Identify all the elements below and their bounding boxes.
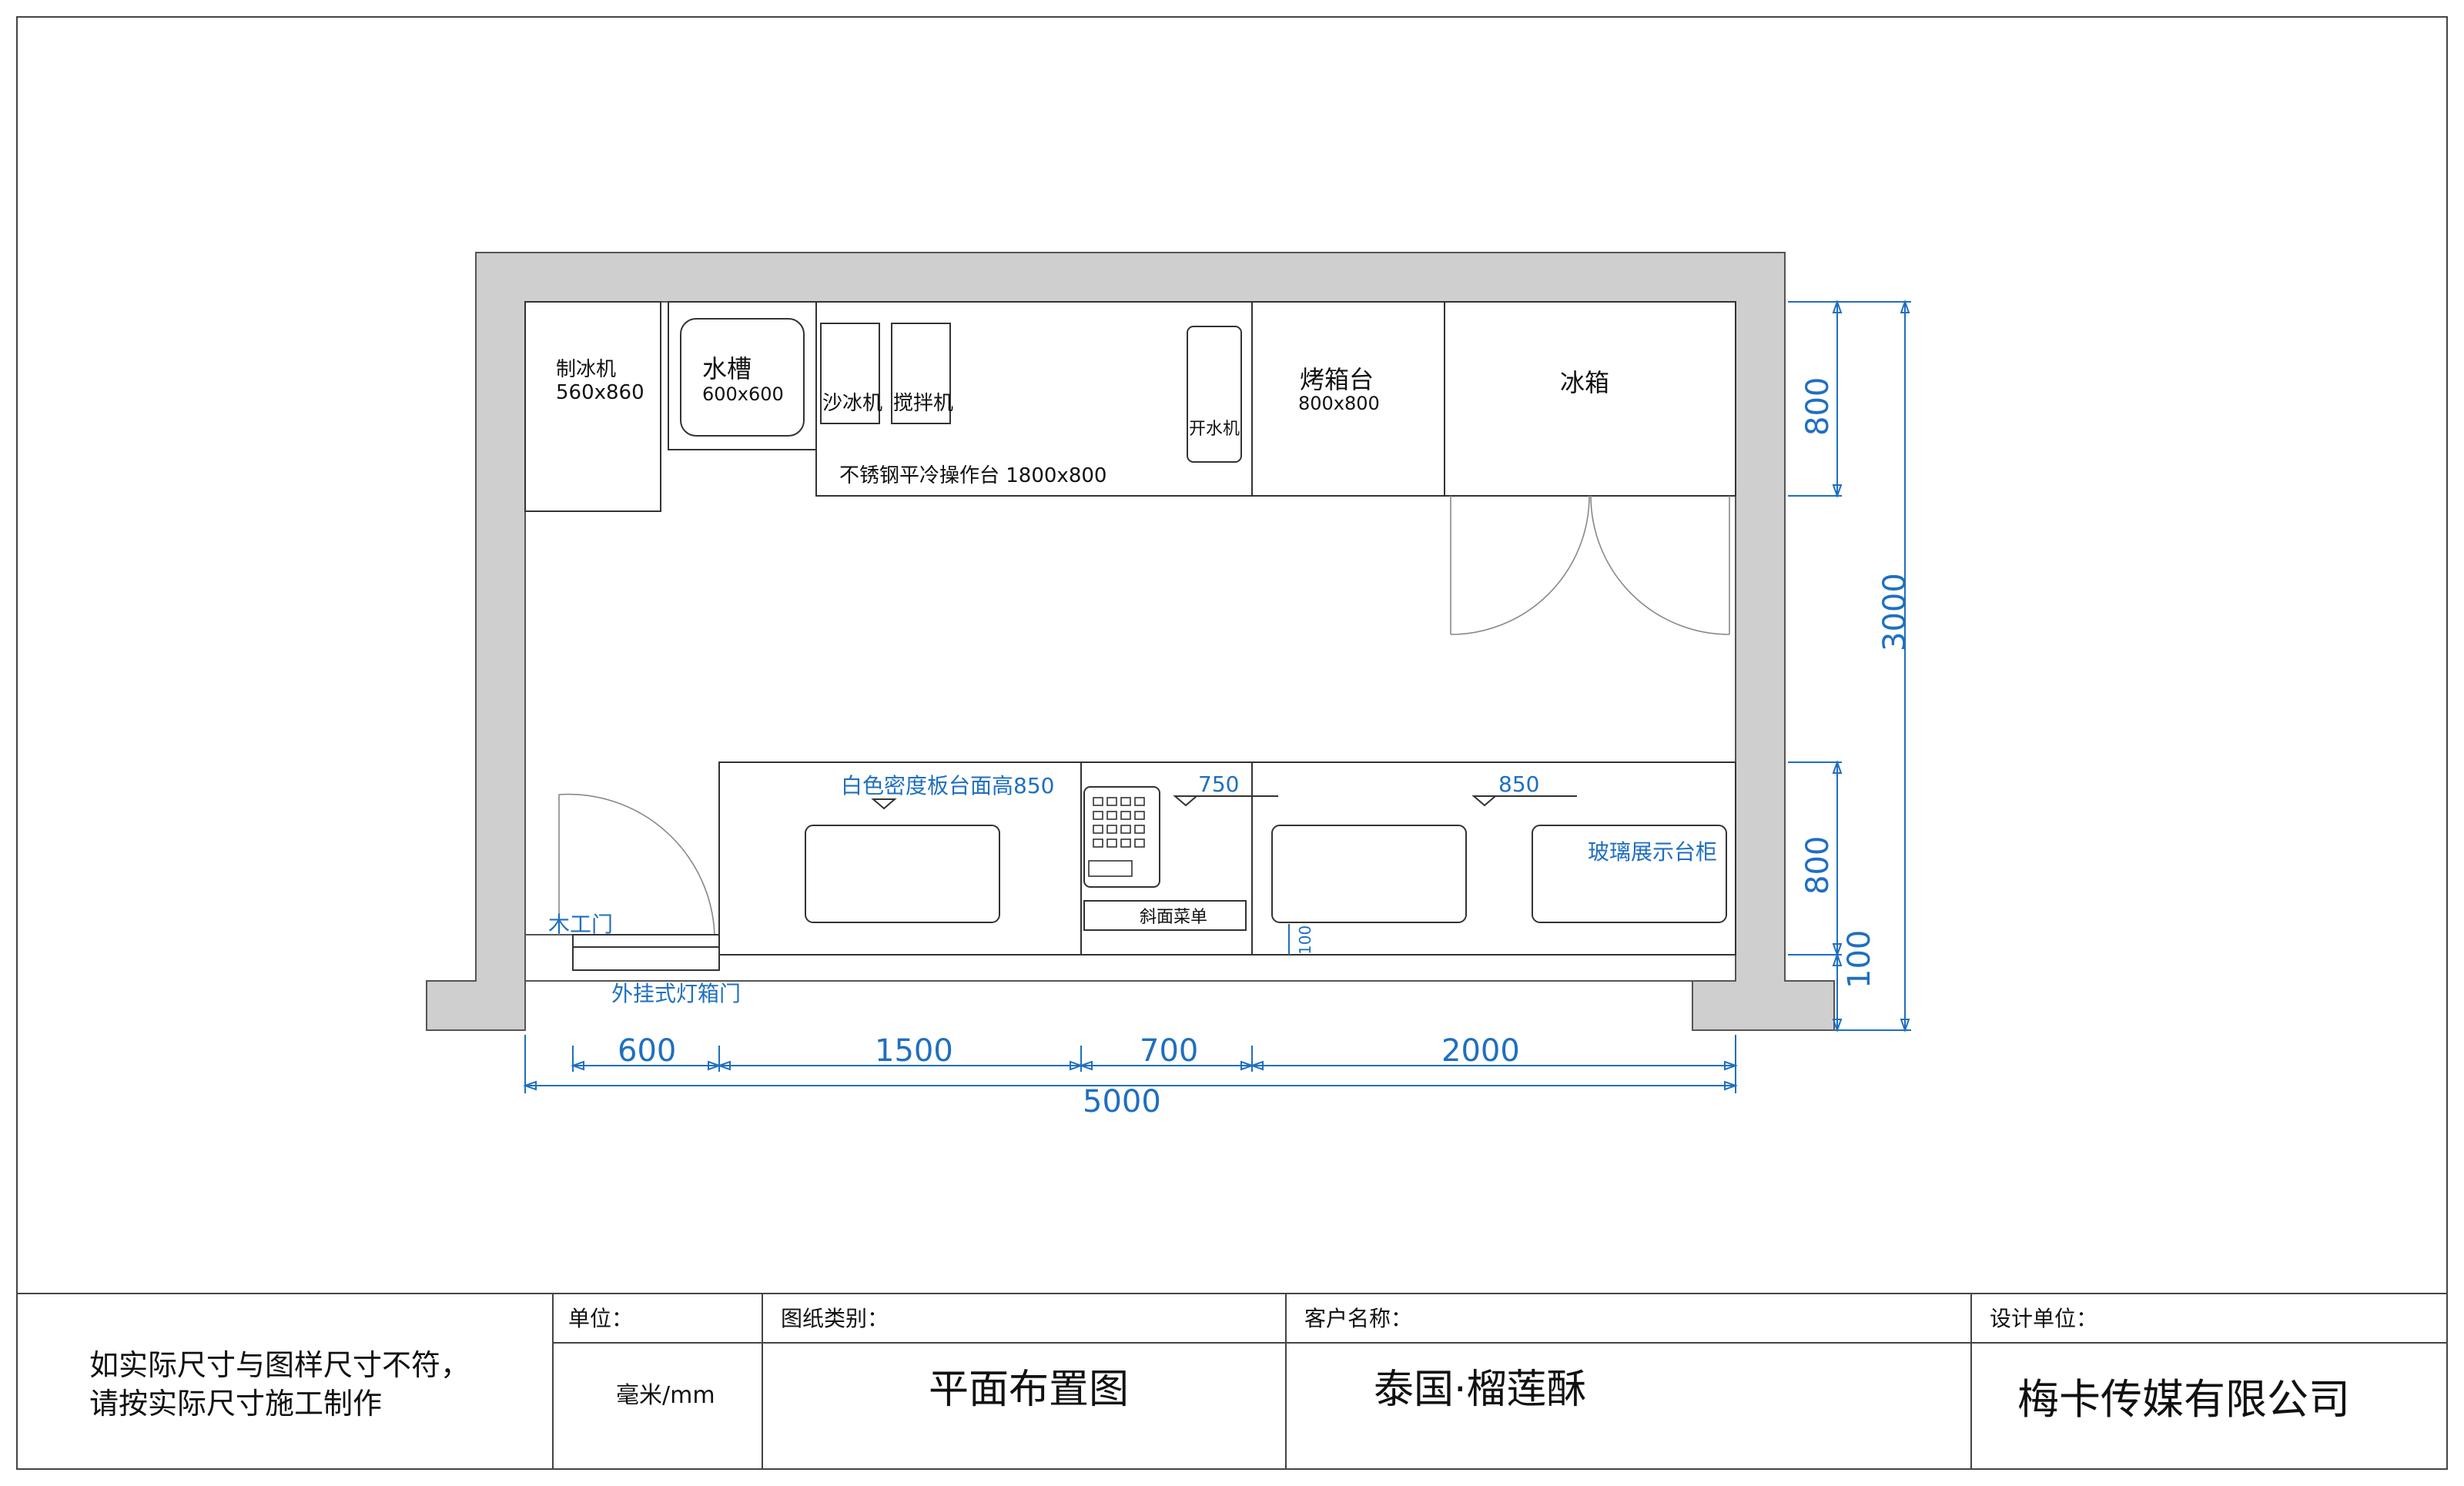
counter-middle (1080, 761, 1253, 956)
drawing-type-label: 图纸类别： (781, 1306, 889, 1331)
blender-label: 搅拌机 (893, 392, 953, 415)
dim-right-3000: 3000 (1877, 573, 1913, 651)
height-850-label: 850 (1498, 771, 1539, 797)
note-line-2: 请按实际尺寸施工制作 (89, 1387, 382, 1421)
client-label: 客户名称： (1304, 1306, 1412, 1331)
drawing-type-value: 平面布置图 (929, 1367, 1129, 1413)
title-block: 如实际尺寸与图样尺寸不符， 请按实际尺寸施工制作 单位： 毫米/mm 图纸类别：… (17, 1293, 2447, 1469)
dim-5000: 5000 (1083, 1084, 1161, 1120)
glass-cabinet-label: 玻璃展示台柜 (1588, 839, 1717, 865)
height-marker-750 (1173, 795, 1278, 807)
fridge (1444, 301, 1736, 497)
cash-register-keys (1088, 797, 1145, 877)
front-counter: 白色密度板台面高850 750 斜面菜单 850 玻璃展示台柜 100 (718, 761, 1736, 956)
oven-table-size: 800x800 (1298, 393, 1380, 414)
unit-value: 毫米/mm (616, 1382, 715, 1409)
gap-100-label: 100 (1296, 925, 1314, 955)
dim-2000: 2000 (1441, 1033, 1520, 1069)
height-marker-850-right (1471, 795, 1577, 807)
lightbox-door (572, 934, 720, 971)
display-slot-middle (1271, 825, 1467, 923)
water-boiler (1187, 326, 1242, 463)
ice-maker (524, 301, 661, 512)
fridge-door-arc-left (1450, 495, 1590, 635)
glass-display-cabinet (1532, 825, 1727, 923)
top-equipment: 制冰机 560x860 水槽 600x600 沙冰机 搅拌机 开水机 不锈钢平冷… (524, 301, 1736, 635)
water-boiler-label: 开水机 (1189, 420, 1240, 439)
sink-cabinet (668, 301, 817, 450)
designer-value: 梅卡传媒有限公司 (2017, 1375, 2350, 1424)
designer-label: 设计单位： (1990, 1306, 2097, 1331)
worktable-label: 不锈钢平冷操作台 1800x800 (839, 464, 1106, 487)
wood-door-label: 木工门 (548, 912, 613, 937)
drawing-frame (16, 16, 2448, 1470)
smoothie-machine (820, 323, 880, 424)
dim-600: 600 (618, 1033, 676, 1069)
lightbox-door-label: 外挂式灯箱门 (611, 981, 741, 1006)
smoothie-machine-label: 沙冰机 (822, 392, 882, 415)
menu-board (1083, 900, 1247, 931)
dim-right-800-bottom: 800 (1800, 836, 1836, 895)
dim-right-800-top: 800 (1800, 377, 1836, 436)
cash-register (1083, 786, 1160, 888)
fridge-door-arc-right (1590, 495, 1730, 635)
dim-right-100: 100 (1842, 930, 1877, 989)
height-750-label: 750 (1198, 771, 1239, 797)
wood-door-arc (558, 793, 715, 935)
blender (891, 323, 951, 424)
dim-1500: 1500 (875, 1033, 953, 1069)
counter-material-label: 白色密度板台面高850 (841, 773, 1054, 798)
stainless-worktable (815, 301, 1253, 497)
ice-maker-name: 制冰机 (556, 358, 616, 381)
sink-name: 水槽 (702, 354, 752, 383)
doors: 木工门 外挂式灯箱门 (548, 793, 741, 1006)
oven-table (1251, 301, 1445, 497)
sink-size: 600x600 (702, 383, 784, 405)
sink-basin (680, 318, 805, 437)
client-value: 泰国·榴莲酥 (1374, 1367, 1587, 1413)
bottom-dimensions: 600 1500 700 2000 5000 (523, 1033, 1738, 1120)
height-marker-850-left (871, 798, 897, 810)
display-slot-left (805, 825, 1000, 923)
menu-board-label: 斜面菜单 (1140, 908, 1207, 927)
fridge-label: 冰箱 (1560, 368, 1609, 397)
oven-table-name: 烤箱台 (1300, 365, 1374, 394)
note-line-1: 如实际尺寸与图样尺寸不符， (89, 1348, 470, 1382)
right-dimensions: 800 3000 800 100 (1788, 300, 1913, 1033)
unit-label: 单位： (568, 1306, 633, 1331)
dim-700: 700 (1140, 1033, 1198, 1069)
ice-maker-size: 560x860 (556, 381, 644, 404)
